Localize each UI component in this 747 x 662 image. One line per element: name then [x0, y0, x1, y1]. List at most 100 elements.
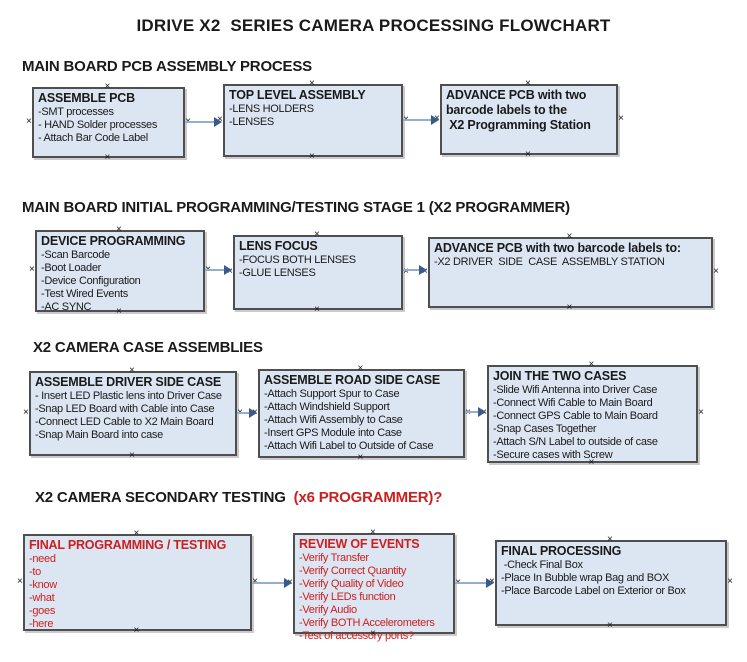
node-top-level-assembly: TOP LEVEL ASSEMBLY -LENS HOLDERS -LENSES… — [217, 79, 409, 162]
connection-handle-icon: × — [104, 152, 111, 163]
flow-arrow — [403, 115, 439, 125]
box-item: -to — [29, 566, 41, 578]
node-assemble-pcb: ASSEMBLE PCB -SMT processes - HAND Solde… — [26, 82, 191, 163]
box-item: -Place In Bubble wrap Bag and BOX — [501, 572, 670, 584]
node-final-processing: FINAL PROCESSING -Check Final Box -Place… — [489, 535, 733, 631]
arrow-head-icon — [224, 265, 232, 275]
box-title: FINAL PROCESSING — [501, 544, 622, 558]
box-item-overflow: -Test of accessory ports? — [299, 630, 414, 642]
box-item: -LENSES — [229, 116, 274, 128]
arrow-head-icon — [419, 265, 427, 275]
node-device-programming: DEVICE PROGRAMMING -Scan Barcode -Boot L… — [29, 225, 211, 317]
box-item: -know — [29, 579, 57, 591]
node-review-of-events: REVIEW OF EVENTS -Verify Transfer -Verif… — [287, 528, 461, 643]
box-item: -Connect GPS Cable to Main Board — [493, 410, 658, 422]
box-item: -Verify LEDs function — [299, 591, 396, 603]
connection-handle-icon: × — [309, 151, 315, 162]
box-title: FINAL PROGRAMMING / TESTING — [29, 538, 227, 552]
box-item: -Attach Wifi Label to Outside of Case — [264, 440, 434, 452]
box-item: -Boot Loader — [41, 262, 101, 274]
section-heading-pcb-assembly: MAIN BOARD PCB ASSEMBLY PROCESS — [22, 58, 312, 75]
box-item: - HAND Solder processes — [38, 119, 158, 131]
node-assemble-road-side-case: ASSEMBLE ROAD SIDE CASE -Attach Support … — [252, 364, 471, 463]
connection-handle-icon: × — [525, 149, 531, 160]
box-item: - Insert LED Plastic lens into Driver Ca… — [35, 390, 222, 402]
section-heading-case-assemblies: X2 CAMERA CASE ASSEMBLIES — [33, 339, 263, 356]
arrow-head-icon — [431, 115, 439, 125]
connector-line — [403, 119, 432, 121]
connection-handle-icon: × — [129, 450, 135, 461]
flow-arrow — [237, 408, 257, 418]
node-assemble-driver-side-case: ASSEMBLE DRIVER SIDE CASE - Insert LED P… — [23, 366, 243, 461]
box-item: -Check Final Box — [501, 559, 583, 571]
arrow-head-icon — [478, 407, 486, 417]
node-advance-pcb-case-assembly-station: ADVANCE PCB with two barcode labels to: … — [422, 232, 719, 313]
box-item: -Slide Wifi Antenna into Driver Case — [493, 384, 658, 396]
flow-arrow — [465, 407, 486, 417]
box-item: -Connect Wifi Cable to Main Board — [493, 397, 653, 409]
box-item: -Snap Cases Together — [493, 423, 597, 435]
arrow-head-icon — [214, 117, 222, 127]
box-item: -Insert GPS Module into Case — [264, 427, 402, 439]
box-item: -Connect LED Cable to X2 Main Board — [35, 416, 214, 428]
box-item: -Verify Quality of Video — [299, 578, 404, 590]
connection-handle-icon: × — [566, 302, 573, 313]
connection-handle-icon: × — [314, 304, 320, 315]
flow-arrow — [252, 578, 292, 588]
box-item: -Test Wired Events — [41, 288, 128, 300]
box-title: ASSEMBLE ROAD SIDE CASE — [264, 373, 440, 387]
box-title: JOIN THE TWO CASES — [493, 369, 627, 383]
box-item: -X2 DRIVER SIDE CASE ASSEMBLY STATION — [434, 256, 665, 268]
connection-handle-icon: × — [713, 265, 719, 277]
connection-handle-icon: × — [357, 452, 364, 463]
box-item: -Attach Support Spur to Case — [264, 388, 400, 400]
box-item: -AC SYNC — [41, 301, 92, 313]
box-item: -goes — [29, 605, 56, 617]
box-item: -Snap LED Board with Cable into Case — [35, 403, 215, 415]
box-item: -GLUE LENSES — [239, 267, 316, 279]
flow-arrow — [455, 578, 494, 588]
box-title: ADVANCE PCB with two barcode labels to: — [434, 241, 681, 255]
connector-line — [185, 121, 215, 123]
connection-handle-icon: × — [618, 112, 624, 124]
box-title: ASSEMBLE DRIVER SIDE CASE — [35, 375, 222, 389]
connector-line — [465, 411, 479, 413]
node-lens-focus: LENS FOCUS -FOCUS BOTH LENSES -GLUE LENS… — [227, 230, 409, 315]
box-item: -FOCUS BOTH LENSES — [239, 254, 356, 266]
box-item: -Verify Correct Quantity — [299, 565, 407, 577]
node-join-the-two-cases: JOIN THE TWO CASES -Slide Wifi Antenna i… — [481, 360, 704, 468]
section-heading-initial-programming: MAIN BOARD INITIAL PROGRAMMING/TESTING S… — [22, 199, 570, 216]
connector-line — [205, 269, 225, 271]
box-item: -Place Barcode Label on Exterior or Box — [501, 585, 686, 597]
connector-line — [237, 412, 250, 414]
box-item: -Device Configuration — [41, 275, 141, 287]
box-item: -Attach S/N Label to outside of case — [493, 436, 658, 448]
flow-arrow — [185, 117, 222, 127]
node-final-programming-testing: FINAL PROGRAMMING / TESTING -need -to -k… — [17, 529, 258, 636]
arrow-head-icon — [284, 578, 292, 588]
page-title: IDRIVE X2 SERIES CAMERA PROCESSING FLOWC… — [136, 16, 611, 35]
connector-line — [455, 582, 487, 584]
connector-line — [403, 269, 420, 271]
section-heading-red-suffix: (x6 PROGRAMMER)? — [289, 489, 443, 506]
flow-arrow — [205, 265, 232, 275]
box-item: -SMT processes — [38, 106, 114, 118]
flow-arrow — [403, 265, 427, 275]
box-item: -Snap Main Board into case — [35, 429, 163, 441]
connection-handle-icon: × — [29, 264, 35, 275]
node-advance-pcb-programming-station: ADVANCE PCB with two barcode labels to t… — [434, 79, 624, 160]
connection-handle-icon: × — [26, 115, 32, 127]
connection-handle-icon: × — [607, 620, 613, 631]
box-item: -Verify BOTH Accelerometers — [299, 617, 435, 629]
connection-handle-icon: × — [727, 576, 733, 587]
section-heading-secondary-testing: X2 CAMERA SECONDARY TESTING (x6 PROGRAMM… — [35, 489, 442, 506]
connection-handle-icon: × — [17, 575, 23, 587]
box-item: -what — [29, 592, 55, 604]
box-item: -Secure cases with Screw — [493, 449, 613, 461]
box-title: LENS FOCUS — [239, 239, 318, 253]
box-item: -Attach Windshield Support — [264, 401, 390, 413]
section-heading-text: X2 CAMERA SECONDARY TESTING — [35, 489, 290, 506]
box-item: -Verify Audio — [299, 604, 357, 616]
box-item: -need — [29, 553, 56, 565]
